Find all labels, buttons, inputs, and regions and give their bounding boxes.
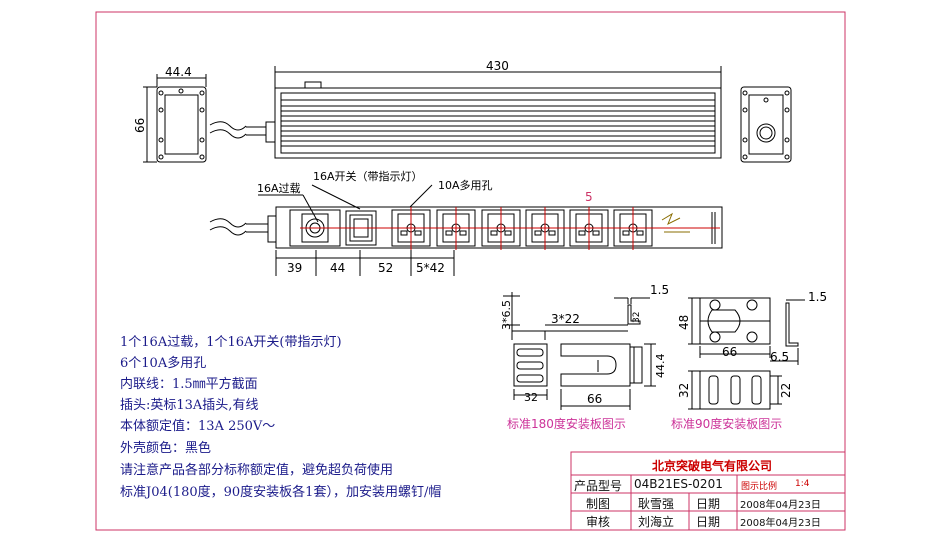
drawn-date: 2008年04月23日 bbox=[740, 500, 821, 511]
model-value: 04B21ES-0201 bbox=[634, 477, 723, 491]
checked-date: 2008年04月23日 bbox=[740, 518, 821, 529]
spec-line-2: 6个10A多用孔 bbox=[120, 356, 207, 371]
scale-label: 图示比例 bbox=[741, 482, 778, 492]
mid-marker-5: 5 bbox=[585, 190, 593, 204]
dim-1-5-b: 1.5 bbox=[808, 290, 827, 304]
spec-line-1: 1个16A过载，1个16A开关(带指示灯) bbox=[120, 335, 342, 350]
dim-66: 66 bbox=[133, 118, 147, 133]
caption-180-bracket: 标准180度安装板图示 bbox=[507, 416, 626, 431]
dim-66-c: 66 bbox=[722, 345, 737, 359]
dim-32-c: 32 bbox=[677, 383, 691, 398]
bracket-180 bbox=[503, 292, 656, 410]
callout-16a-switch: 16A开关（带指示灯） bbox=[313, 169, 423, 183]
drawn-label: 制图 bbox=[586, 497, 611, 511]
spec-line-8: 标准J04(180度，90度安装板各1套），加安装用螺钉/帽 bbox=[120, 485, 442, 500]
spec-line-5: 本体额定值：13A 250V～ bbox=[120, 419, 276, 434]
callout-10a-sockets: 10A多用孔 bbox=[438, 178, 493, 192]
end-view-right bbox=[740, 86, 792, 163]
checked-label: 审核 bbox=[586, 515, 611, 529]
caption-90-bracket: 标准90度安装板图示 bbox=[671, 416, 782, 431]
drawn-date-label: 日期 bbox=[696, 497, 721, 511]
dim-44: 44 bbox=[330, 261, 345, 275]
dim-1-5-a: 1.5 bbox=[650, 283, 669, 297]
dim-3x22: 3*22 bbox=[551, 312, 580, 326]
dim-44-4: 44.4 bbox=[165, 65, 192, 79]
dim-22: 22 bbox=[779, 383, 793, 398]
checked-by: 刘海立 bbox=[638, 515, 675, 529]
side-view-top bbox=[209, 66, 722, 159]
spec-line-7: 请注意产品各部分标称额定值，避免超负荷使用 bbox=[120, 463, 394, 478]
spec-line-4: 插头:英标13A插头,有线 bbox=[120, 398, 259, 413]
bracket-90 bbox=[688, 297, 805, 410]
dim-32-a: 32 bbox=[632, 312, 642, 323]
dim-39: 39 bbox=[287, 261, 302, 275]
dim-52: 52 bbox=[378, 261, 393, 275]
dim-5x42: 5*42 bbox=[416, 261, 445, 275]
callout-lines bbox=[258, 184, 433, 223]
dim-48: 48 bbox=[677, 315, 691, 330]
scale-value: 1:4 bbox=[795, 479, 810, 489]
company-name: 北京突破电气有限公司 bbox=[652, 459, 773, 473]
callout-16a-overload: 16A过载 bbox=[257, 182, 301, 195]
dim-6-5: 6.5 bbox=[770, 350, 789, 364]
spec-line-6: 外壳颜色：黑色 bbox=[120, 441, 212, 456]
end-view-left bbox=[143, 74, 207, 163]
front-dimensions bbox=[275, 250, 455, 276]
drawn-by: 耿雪强 bbox=[638, 497, 675, 511]
drawing-frame bbox=[95, 11, 846, 531]
checked-date-label: 日期 bbox=[696, 515, 721, 529]
title-block-grid bbox=[570, 451, 846, 531]
dim-3x6-5: 3*6.5 bbox=[500, 300, 513, 330]
dim-32-b: 32 bbox=[524, 391, 538, 404]
model-label: 产品型号 bbox=[574, 479, 623, 493]
dim-66-b: 66 bbox=[587, 392, 602, 406]
dim-430: 430 bbox=[486, 59, 509, 73]
dim-44-4-b: 44.4 bbox=[654, 354, 667, 379]
spec-line-3: 内联线：1.5㎜平方截面 bbox=[120, 377, 258, 392]
